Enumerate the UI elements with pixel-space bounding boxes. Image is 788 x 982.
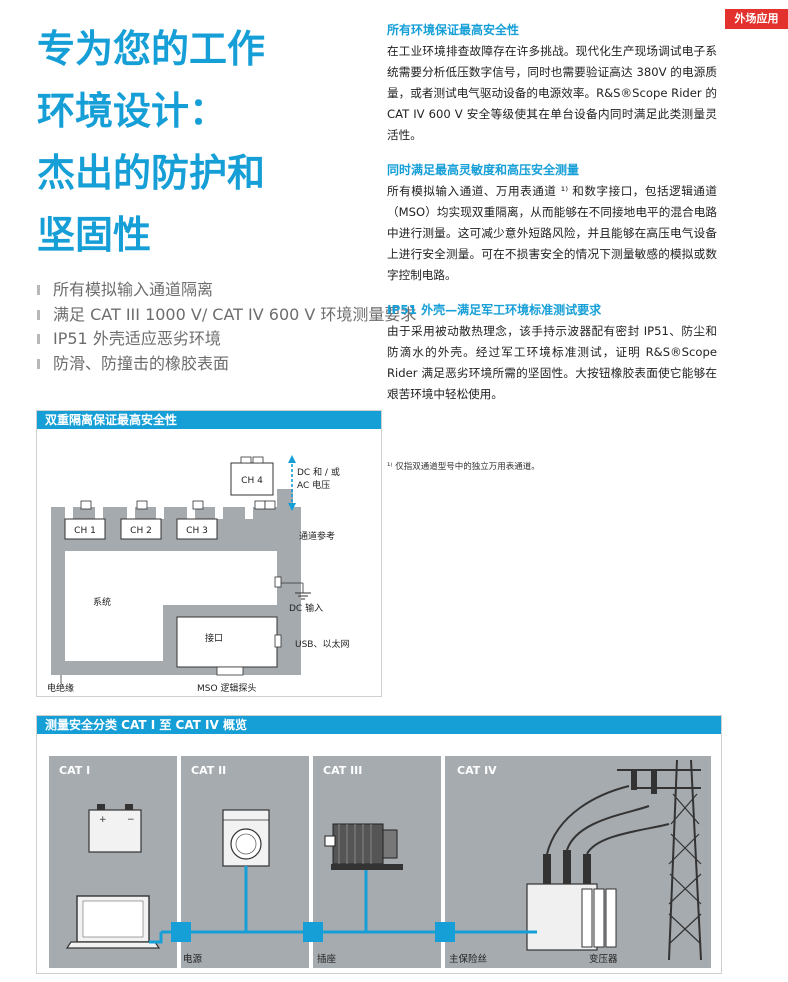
- ch4-label: CH 4: [241, 476, 263, 486]
- section-title: IP51 外壳—满足军工环境标准测试要求: [387, 303, 602, 317]
- isolation-diagram-title: 双重隔离保证最高安全性: [37, 411, 381, 429]
- socket-label: 插座: [317, 953, 337, 965]
- ch4-box: [230, 462, 274, 496]
- ch2-label: CH 2: [130, 526, 152, 536]
- washing-machine-icon: [222, 809, 270, 867]
- cat4-label: CAT IV: [457, 764, 497, 777]
- svg-text:−: −: [127, 815, 135, 825]
- feature-bullet: 满足 CAT III 1000 V/ CAT IV 600 V 环境测量要求: [37, 303, 416, 328]
- feature-bullet: IP51 外壳适应恶劣环境: [37, 327, 382, 352]
- dc-ac-label-1: DC 和 / 或: [297, 466, 340, 478]
- cat-diagram-title: 测量安全分类 CAT I 至 CAT IV 概览: [37, 716, 721, 734]
- insulation-label: 电绝缘: [47, 682, 74, 694]
- page-headline: 专为您的工作 环境设计： 杰出的防护和 坚固性: [37, 18, 357, 266]
- laptop-icon: [65, 895, 161, 949]
- mso-probe-label: MSO 逻辑探头: [197, 682, 256, 694]
- system-label: 系统: [93, 596, 111, 608]
- junction-socket: [303, 922, 323, 942]
- section-body: 在工业环境排查故障存在许多挑战。现代化生产现场调试电子系统需要分析低压数字信号，…: [387, 44, 717, 142]
- section-ip51: IP51 外壳—满足军工环境标准测试要求 由于采用被动散热理念，该手持示波器配有…: [387, 302, 717, 405]
- dc-ac-label-2: AC 电压: [297, 479, 330, 491]
- channel-ref-label: 通道参考: [299, 530, 335, 542]
- cat2-label: CAT II: [191, 764, 226, 777]
- battery-icon: + −: [88, 804, 142, 853]
- svg-text:+: +: [99, 815, 107, 825]
- headline-line-1: 专为您的工作: [37, 27, 266, 71]
- feature-bullet-list: 所有模拟输入通道隔离 满足 CAT III 1000 V/ CAT IV 600…: [37, 278, 416, 377]
- cat1-label: CAT I: [59, 764, 90, 777]
- section-title: 所有环境保证最高安全性: [387, 23, 520, 37]
- isolation-diagram: CH 1 CH 2 CH 3 CH 4 DC 和 / 或 AC 电压 通道参考 …: [47, 455, 349, 694]
- section-title: 同时满足最高灵敏度和高压安全测量: [387, 163, 580, 177]
- ch3-box: [176, 518, 218, 540]
- section-tag: 外场应用: [725, 9, 788, 29]
- cat-diagram: CAT I CAT II CAT III CAT IV + −: [49, 756, 711, 968]
- headline-line-4: 坚固性: [37, 213, 152, 257]
- headline-line-2: 环境设计：: [37, 89, 228, 133]
- section-body: 所有模拟输入通道、万用表通道 ¹⁾ 和数字接口，包括逻辑通道（MSO）均实现双重…: [387, 184, 717, 282]
- headline-line-3: 杰出的防护和: [37, 151, 266, 195]
- main-fuse-label: 主保险丝: [449, 953, 487, 965]
- cat3-label: CAT III: [323, 764, 362, 777]
- section-sensitivity: 同时满足最高灵敏度和高压安全测量 所有模拟输入通道、万用表通道 ¹⁾ 和数字接口…: [387, 162, 717, 286]
- usb-ethernet-label: USB、以太网: [295, 638, 349, 650]
- feature-bullet: 防滑、防撞击的橡胶表面: [37, 352, 382, 377]
- footnote: ¹⁾ 仅指双通道型号中的独立万用表通道。: [387, 462, 540, 472]
- transformer-icon: [526, 850, 617, 951]
- dc-input-label: DC 输入: [289, 602, 323, 614]
- section-body: 由于采用被动散热理念，该手持示波器配有密封 IP51、防尘和防滴水的外壳。经过军…: [387, 324, 717, 401]
- section-safety: 所有环境保证最高安全性 在工业环境排查故障存在许多挑战。现代化生产现场调试电子系…: [387, 22, 717, 146]
- interface-label: 接口: [205, 632, 223, 644]
- motor-icon: [324, 823, 403, 870]
- junction-fuse: [435, 922, 455, 942]
- ch1-label: CH 1: [74, 526, 96, 536]
- ch1-box: [64, 518, 106, 540]
- ch3-label: CH 3: [186, 526, 208, 536]
- transformer-label: 变压器: [589, 953, 618, 965]
- junction-power: [171, 922, 191, 942]
- power-label: 电源: [183, 953, 203, 965]
- cat-diagram-box: 测量安全分类 CAT I 至 CAT IV 概览 CAT I CAT II CA…: [36, 715, 722, 974]
- isolation-diagram-box: 双重隔离保证最高安全性 CH 1 CH 2 CH 3 CH 4 DC 和: [36, 410, 382, 697]
- ch2-box: [120, 518, 162, 540]
- interface-box: [176, 616, 278, 668]
- pylon-icon: [617, 759, 702, 961]
- feature-bullet: 所有模拟输入通道隔离: [37, 278, 382, 303]
